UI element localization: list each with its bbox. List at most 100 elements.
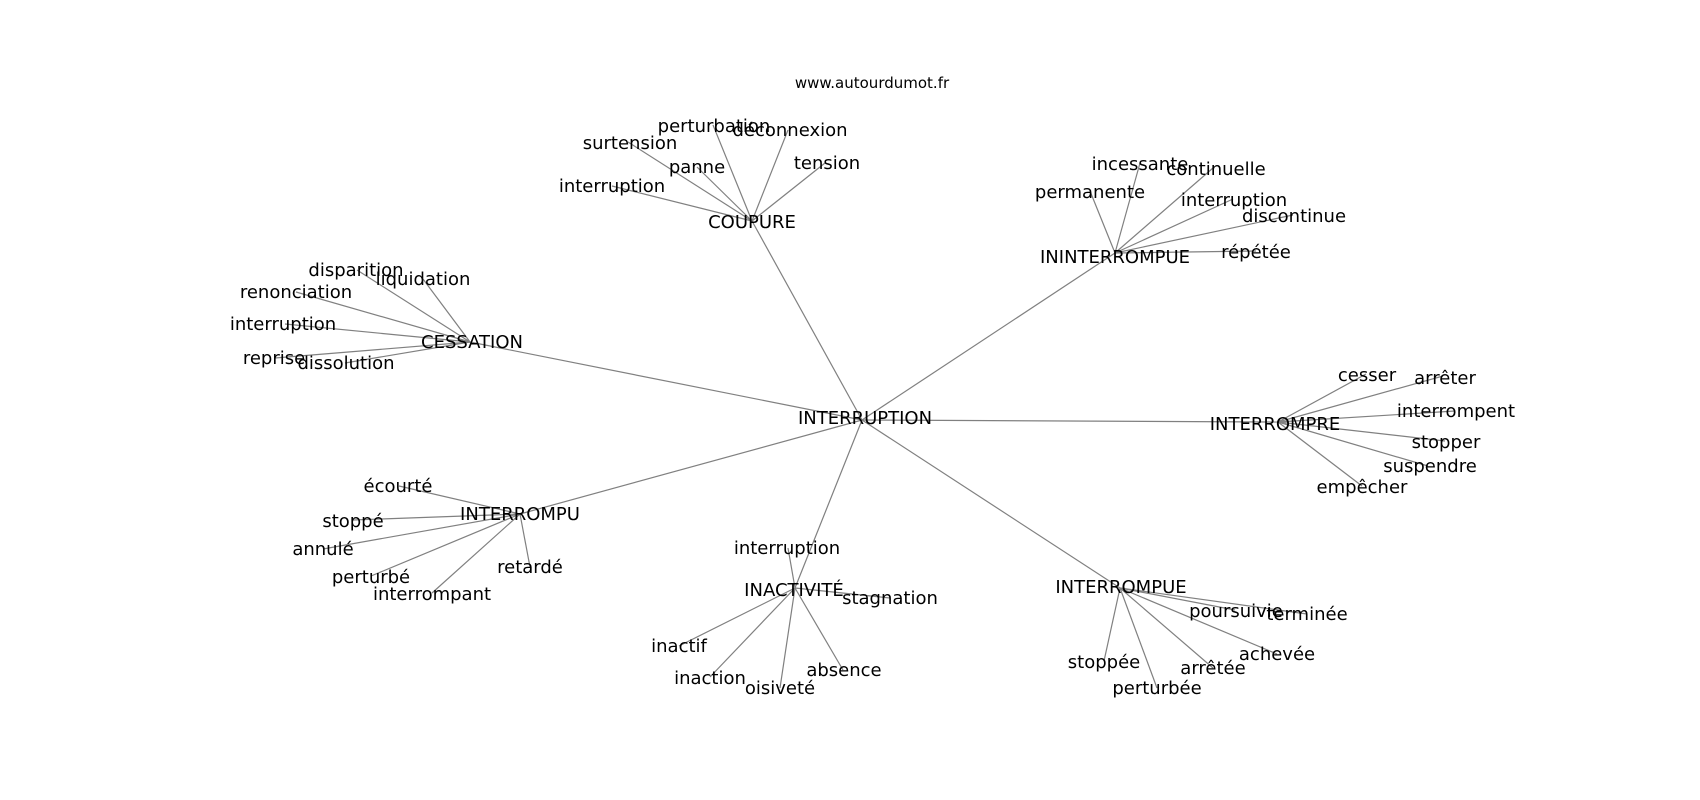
word-node[interactable]: dissolution bbox=[297, 353, 394, 374]
hub-node[interactable]: COUPURE bbox=[708, 212, 796, 233]
edge-hub-to-word bbox=[787, 547, 796, 589]
edge-hub-to-word bbox=[422, 278, 471, 343]
word-node[interactable]: continuelle bbox=[1166, 159, 1265, 180]
word-node[interactable]: achevée bbox=[1239, 644, 1315, 665]
edge-hub-to-word bbox=[1114, 214, 1294, 254]
edge-hub-to-word bbox=[709, 587, 796, 678]
word-node[interactable]: déconnexion bbox=[732, 120, 847, 141]
edge-hub-to-word bbox=[1114, 250, 1257, 254]
word-node[interactable]: interrompent bbox=[1397, 401, 1515, 422]
word-node[interactable]: permanente bbox=[1035, 182, 1145, 203]
word-node[interactable]: stopper bbox=[1412, 432, 1481, 453]
word-node[interactable]: perturbation bbox=[658, 116, 771, 137]
hub-node[interactable]: INTERROMPUE bbox=[1055, 577, 1186, 598]
word-node[interactable]: arrêter bbox=[1414, 368, 1476, 389]
edge-hub-to-word bbox=[1277, 375, 1444, 423]
edge-hub-to-word bbox=[751, 129, 789, 222]
word-node[interactable]: interruption bbox=[559, 176, 665, 197]
word-node[interactable]: terminée bbox=[1266, 604, 1347, 625]
edge-hub-to-word bbox=[1277, 421, 1446, 442]
word-node[interactable]: inactif bbox=[651, 636, 707, 657]
word-node[interactable]: arrêtée bbox=[1180, 658, 1245, 679]
edge-hub-to-word bbox=[344, 341, 471, 364]
word-node[interactable]: empêcher bbox=[1317, 477, 1408, 498]
edge-hub-to-word bbox=[1114, 162, 1141, 254]
edge-hub-to-word bbox=[1277, 421, 1429, 467]
edge-hub-to-word bbox=[274, 341, 471, 359]
edge-hub-to-word bbox=[712, 124, 753, 222]
edge-root-to-hub bbox=[861, 252, 1116, 421]
word-node[interactable]: annulé bbox=[292, 539, 353, 560]
word-node[interactable]: disparition bbox=[308, 260, 403, 281]
word-node[interactable]: suspendre bbox=[1383, 456, 1477, 477]
edge-hub-to-word bbox=[627, 141, 753, 222]
edge-root-to-hub bbox=[794, 419, 863, 589]
word-node[interactable]: stoppée bbox=[1068, 652, 1140, 673]
edge-hub-to-word bbox=[794, 587, 844, 671]
hub-node[interactable]: ININTERROMPUE bbox=[1040, 247, 1190, 268]
word-node[interactable]: panne bbox=[669, 157, 725, 178]
edge-hub-to-word bbox=[431, 513, 521, 594]
edge-hub-to-word bbox=[295, 291, 471, 343]
word-node[interactable]: interruption bbox=[1181, 190, 1287, 211]
edge-hub-to-word bbox=[1119, 587, 1278, 655]
word-node[interactable]: retardé bbox=[497, 557, 563, 578]
edge-hub-to-word bbox=[322, 513, 521, 550]
word-node[interactable]: renonciation bbox=[240, 282, 352, 303]
edge-hub-to-word bbox=[519, 513, 531, 568]
edge-hub-to-word bbox=[356, 269, 471, 343]
word-node[interactable]: surtension bbox=[583, 133, 678, 154]
edge-hub-to-word bbox=[1103, 587, 1121, 662]
edge-hub-to-word bbox=[1114, 167, 1214, 254]
edge-hub-to-word bbox=[352, 513, 521, 521]
hub-node[interactable]: INTERROMPRE bbox=[1210, 414, 1341, 435]
word-node[interactable]: oisiveté bbox=[745, 678, 815, 699]
edge-root-to-hub bbox=[751, 220, 863, 421]
word-node[interactable]: interruption bbox=[230, 314, 336, 335]
edge-hub-to-word bbox=[1277, 373, 1367, 423]
word-node[interactable]: inaction bbox=[674, 668, 746, 689]
word-node[interactable]: discontinue bbox=[1242, 206, 1346, 227]
edge-hub-to-word bbox=[1119, 587, 1308, 615]
edge-hub-to-word bbox=[751, 162, 826, 222]
word-node[interactable]: liquidation bbox=[376, 269, 471, 290]
word-node[interactable]: écourté bbox=[364, 476, 433, 497]
hub-node[interactable]: INACTIVITÉ bbox=[744, 579, 844, 601]
word-node[interactable]: stoppé bbox=[322, 511, 383, 532]
edge-root-to-hub bbox=[861, 419, 1121, 589]
word-node[interactable]: incessante bbox=[1092, 154, 1189, 175]
edges-layer bbox=[274, 124, 1456, 689]
edge-hub-to-word bbox=[794, 587, 891, 599]
word-node[interactable]: perturbée bbox=[1112, 678, 1201, 699]
word-node[interactable]: répétée bbox=[1221, 242, 1291, 263]
source-url: www.autourdumot.fr bbox=[795, 74, 950, 92]
edge-hub-to-word bbox=[1114, 198, 1234, 254]
edge-hub-to-word bbox=[370, 513, 521, 577]
hub-node[interactable]: INTERROMPU bbox=[460, 504, 580, 525]
word-node[interactable]: reprise bbox=[243, 348, 305, 369]
word-node[interactable]: interrompant bbox=[373, 584, 491, 605]
edge-hub-to-word bbox=[1119, 587, 1158, 689]
edge-root-to-hub bbox=[861, 419, 1279, 423]
word-node[interactable]: poursuivie bbox=[1189, 601, 1283, 622]
edge-hub-to-word bbox=[284, 323, 471, 343]
edge-hub-to-word bbox=[611, 185, 753, 222]
word-node[interactable]: tension bbox=[794, 153, 860, 174]
edge-root-to-hub bbox=[469, 341, 863, 421]
word-node[interactable]: interruption bbox=[734, 538, 840, 559]
edge-hub-to-word bbox=[1119, 587, 1214, 669]
word-node[interactable]: stagnation bbox=[842, 588, 938, 609]
edge-hub-to-word bbox=[1277, 410, 1456, 423]
word-node[interactable]: perturbé bbox=[332, 567, 410, 588]
word-node[interactable]: cesser bbox=[1338, 365, 1397, 386]
edge-hub-to-word bbox=[1277, 421, 1363, 487]
edge-hub-to-word bbox=[398, 485, 521, 515]
root-node[interactable]: INTERRUPTION bbox=[798, 408, 932, 429]
hub-node[interactable]: CESSATION bbox=[421, 332, 523, 353]
word-node[interactable]: absence bbox=[806, 660, 881, 681]
edge-hub-to-word bbox=[1089, 190, 1116, 254]
edge-hub-to-word bbox=[779, 587, 796, 689]
